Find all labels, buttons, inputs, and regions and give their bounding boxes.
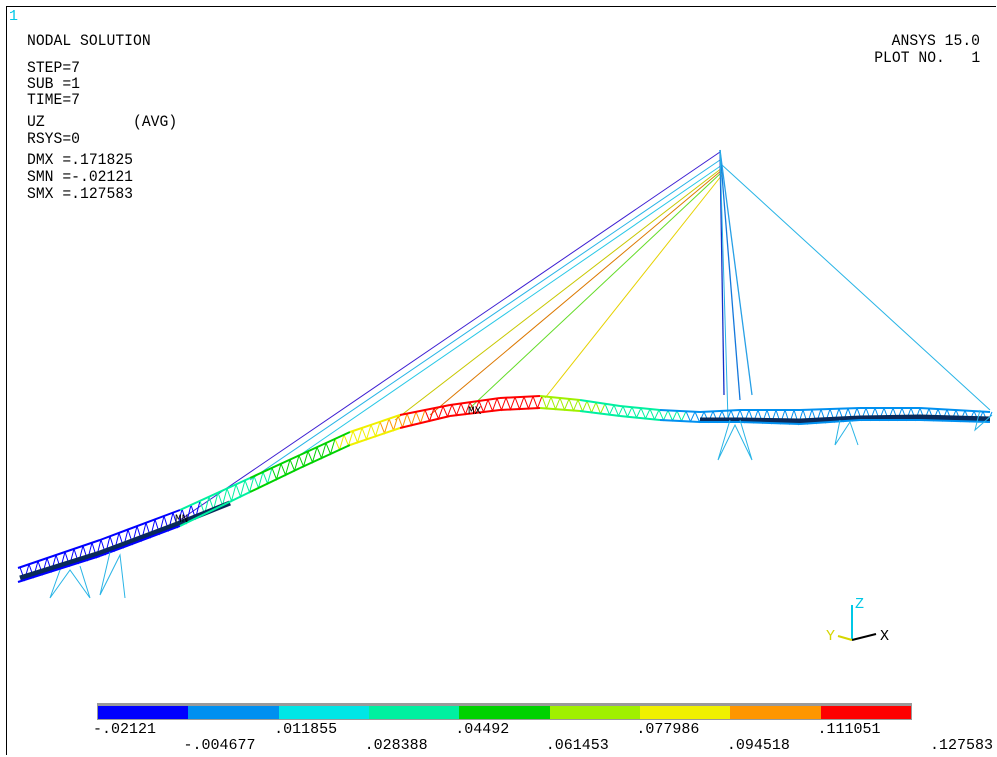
truss-member — [541, 396, 552, 410]
deck-chord — [619, 405, 661, 411]
legend-value-8: .111051 — [817, 721, 881, 738]
truss-member — [496, 397, 507, 412]
deck-chord — [799, 419, 861, 425]
rsys-label: RSYS=0 — [27, 130, 81, 148]
legend-band-8 — [820, 706, 911, 719]
stay-cable — [299, 164, 723, 456]
legend-value-7: .094518 — [726, 737, 790, 754]
deck-chord — [249, 454, 301, 479]
window-number: 1 — [9, 8, 19, 25]
truss-member — [550, 396, 561, 411]
axis-triad: Z X Y — [826, 596, 889, 645]
legend-value-1: -.004677 — [183, 737, 256, 754]
deck-chord — [349, 414, 401, 433]
legend-band-6 — [639, 706, 731, 719]
pylon — [719, 149, 753, 421]
legend-band-3 — [368, 706, 460, 719]
truss-member — [685, 411, 696, 423]
stay-cable — [249, 159, 721, 481]
component-label: UZ — [27, 113, 45, 131]
deck-chord — [449, 397, 501, 406]
deck-chord — [249, 467, 301, 493]
deck-chord — [539, 395, 581, 401]
deck-chord — [499, 395, 541, 399]
deck-chord — [17, 555, 101, 583]
x-axis-line — [851, 633, 877, 641]
deck-chord — [799, 407, 861, 411]
x-axis-label: X — [880, 628, 889, 645]
deck-chord — [739, 421, 801, 425]
legend-band-4 — [459, 706, 550, 719]
legend-value-5: .061453 — [545, 737, 609, 754]
deck-chord — [99, 525, 181, 557]
smx-label: SMX =.127583 — [27, 185, 134, 203]
truss-member — [559, 397, 570, 412]
deck-chord — [919, 419, 991, 423]
legend-value-9: .127583 — [929, 737, 993, 754]
truss-member — [505, 397, 516, 411]
legend-band-5 — [549, 706, 640, 719]
stay-cable — [469, 171, 723, 409]
legend-value-0: -.02121 — [93, 721, 157, 738]
contour-legend-bar — [97, 703, 912, 720]
deck-chord — [579, 399, 621, 407]
deck-chord — [99, 509, 181, 541]
legend-band-1 — [188, 706, 279, 719]
bridge-deck — [17, 395, 993, 583]
truss-member — [514, 396, 525, 411]
deck-chord — [349, 427, 401, 446]
truss-member — [523, 396, 534, 410]
deck-chord — [659, 409, 701, 413]
sub-label: SUB =1 — [27, 75, 81, 93]
legend-band-7 — [730, 706, 821, 719]
piers — [49, 409, 993, 599]
deck-chord — [619, 415, 661, 421]
deck-chord — [299, 431, 351, 456]
deck-chord — [499, 407, 541, 411]
legend-value-6: .077986 — [636, 721, 700, 738]
dmx-label: DMX =.171825 — [27, 151, 134, 169]
deck-chord — [17, 539, 101, 569]
mn-marker: MN — [175, 514, 188, 526]
y-axis-line — [837, 635, 853, 641]
deck-chord — [659, 419, 701, 423]
truss-member — [532, 396, 543, 410]
legend-band-0 — [98, 706, 189, 719]
deck-chord — [919, 407, 991, 413]
step-label: STEP=7 — [27, 59, 81, 77]
averaging-label: (AVG) — [133, 113, 178, 131]
deck-chord — [449, 409, 501, 417]
truss-member — [667, 410, 678, 422]
deck-chord — [539, 407, 581, 412]
legend-value-3: .028388 — [364, 737, 428, 754]
ansys-version: ANSYS 15.0 — [891, 32, 980, 50]
time-label: TIME=7 — [27, 91, 81, 109]
deck-chord — [399, 404, 451, 416]
deck-chord — [399, 415, 451, 429]
truss-member — [658, 409, 669, 422]
stay-cables — [179, 151, 991, 521]
deck-chord — [299, 444, 351, 469]
stay-cable — [544, 174, 723, 399]
legend-value-4: .04492 — [455, 721, 510, 738]
plot-frame — [6, 6, 996, 755]
z-axis-label: Z — [855, 596, 864, 613]
plot-number: PLOT NO. 1 — [873, 49, 980, 67]
stay-cable — [394, 167, 723, 421]
legend-band-2 — [278, 706, 369, 719]
stay-cable — [429, 169, 723, 416]
y-axis-label: Y — [826, 628, 835, 645]
deck-chord — [579, 410, 621, 417]
deck-chord — [179, 491, 251, 527]
deck-chord — [699, 409, 741, 413]
deck-chord — [179, 477, 251, 511]
truss-member — [676, 410, 687, 423]
smn-label: SMN =-.02121 — [27, 168, 134, 186]
mx-marker: MX — [468, 406, 482, 418]
result-title: NODAL SOLUTION — [27, 32, 151, 50]
legend-value-2: .011855 — [274, 721, 338, 738]
stay-cable — [179, 151, 721, 521]
back-stay-cable — [721, 164, 991, 411]
